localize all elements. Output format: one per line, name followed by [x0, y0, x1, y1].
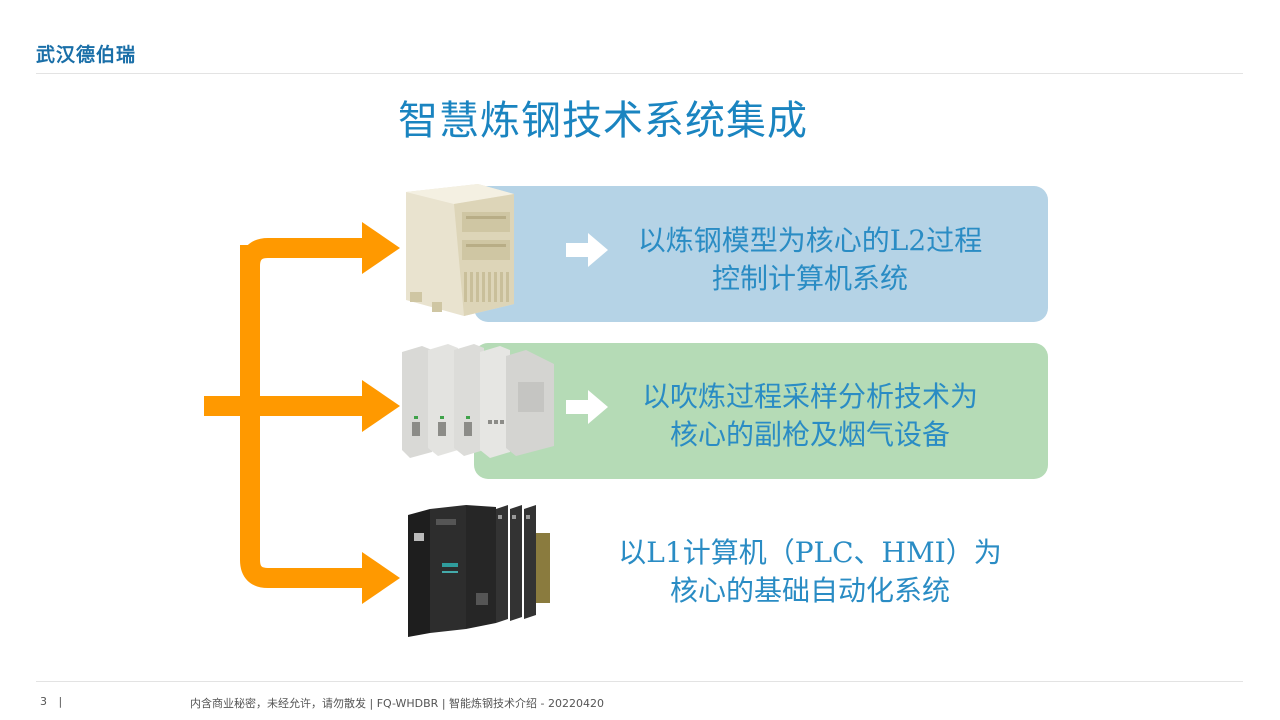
plc-rack-icon — [408, 505, 550, 637]
page-number: 3 | — [40, 695, 62, 708]
arrow-head-bottom — [362, 552, 400, 604]
white-arrow-icon — [566, 390, 608, 424]
item-1-line-2: 控制计算机系统 — [711, 262, 908, 295]
slide-title: 智慧炼钢技术系统集成 — [398, 98, 808, 144]
white-arrow-icon — [566, 233, 608, 267]
item-2-caption: 以吹炼过程采样分析技术为 核心的副枪及烟气设备 — [610, 378, 1010, 454]
bracket-arrows — [204, 222, 400, 604]
bracket-top — [240, 238, 370, 267]
footer-divider — [36, 681, 1243, 682]
page-separator: | — [58, 695, 63, 708]
header-divider — [36, 73, 1243, 74]
item-1-line-1: 以炼钢模型为核心的L2过程 — [637, 224, 983, 257]
server-cabinet-icon — [406, 184, 514, 316]
item-1-caption: 以炼钢模型为核心的L2过程 控制计算机系统 — [610, 222, 1010, 298]
item-3-caption: 以L1计算机（PLC、HMI）为 核心的基础自动化系统 — [610, 534, 1010, 610]
footer-text: 内含商业秘密，未经允许，请勿散发 | FQ-WHDBR | 智能炼钢技术介绍 -… — [190, 697, 604, 710]
arrow-head-top — [362, 222, 400, 274]
io-modules-icon — [402, 344, 554, 458]
item-3-line-2: 核心的基础自动化系统 — [669, 574, 950, 607]
item-2-line-2: 核心的副枪及烟气设备 — [669, 418, 950, 451]
item-3-line-1: 以L1计算机（PLC、HMI）为 — [618, 536, 1002, 569]
item-2-line-1: 以吹炼过程采样分析技术为 — [641, 380, 978, 413]
arrow-head-middle — [362, 380, 400, 432]
page-number-value: 3 — [40, 695, 47, 708]
company-logo: 武汉德伯瑞 — [36, 44, 137, 66]
